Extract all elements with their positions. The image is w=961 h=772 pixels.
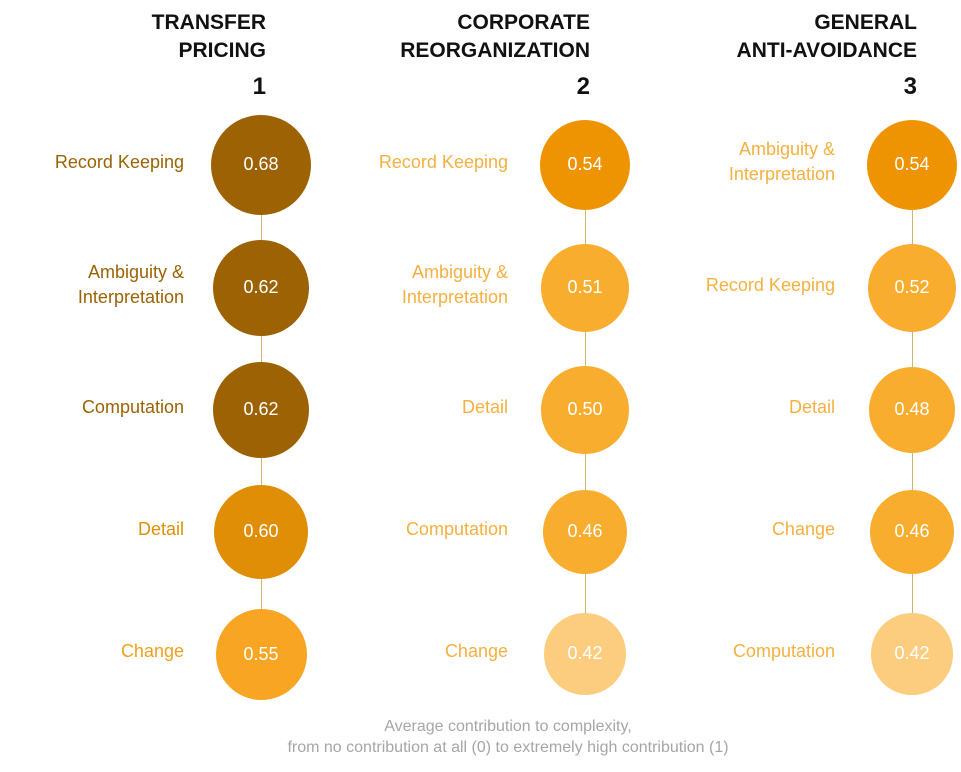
factor-label: Change	[444, 640, 508, 661]
bubble-value-text: 0.62	[243, 399, 279, 420]
value-bubble: 0.54	[866, 119, 958, 211]
bubble-value-text: 0.46	[567, 521, 603, 542]
factor-label: Computation	[81, 396, 184, 417]
value-bubble: 0.46	[869, 489, 955, 575]
value-bubble: 0.60	[213, 484, 309, 580]
value-bubble: 0.46	[542, 489, 628, 575]
value-bubble: 0.62	[212, 239, 310, 337]
bubble-value-text: 0.42	[567, 643, 603, 664]
value-bubble: 0.51	[540, 243, 630, 333]
bubble-value-text: 0.51	[567, 277, 603, 298]
factor-label: Detail	[788, 396, 835, 417]
factor-label: Ambiguity & Interpretation	[77, 262, 184, 307]
factor-label: Ambiguity & Interpretation	[401, 262, 508, 307]
bubble-value-text: 0.62	[243, 277, 279, 298]
bubble-value-text: 0.52	[894, 277, 930, 298]
factor-label: Detail	[137, 518, 184, 539]
value-bubble: 0.62	[212, 361, 310, 459]
factor-label: Record Keeping	[378, 151, 508, 172]
bubble-value-text: 0.54	[894, 154, 930, 175]
column-title-line-1: TRANSFER	[151, 11, 266, 34]
value-bubble: 0.42	[871, 613, 953, 695]
column-title-line-2: ANTI-AVOIDANCE	[736, 39, 917, 62]
value-bubble: 0.55	[215, 608, 307, 700]
factor-label: Record Keeping	[54, 151, 184, 172]
value-bubble: 0.68	[210, 114, 312, 216]
factor-label: Computation	[732, 640, 835, 661]
column-title: CORPORATE REORGANIZATION	[190, 9, 590, 65]
bubble-value-text: 0.42	[894, 643, 930, 664]
bubble-value-text: 0.60	[243, 521, 279, 542]
column-title-line-2: PRICING	[178, 39, 266, 62]
column-rank: 1	[252, 73, 266, 100]
bubble-value-text: 0.50	[567, 399, 603, 420]
value-bubble: 0.54	[539, 119, 631, 211]
value-bubble: 0.42	[544, 613, 626, 695]
column-title-line-1: GENERAL	[814, 11, 917, 34]
value-bubble: 0.50	[541, 366, 629, 454]
bubble-value-text: 0.46	[894, 521, 930, 542]
column-rank: 3	[903, 73, 917, 100]
bubble-value-text: 0.68	[243, 154, 279, 175]
factor-label: Detail	[461, 396, 508, 417]
column-rank: 2	[576, 73, 590, 100]
factor-label: Record Keeping	[705, 274, 835, 295]
factor-label: Change	[120, 640, 184, 661]
column-title-line-1: CORPORATE	[457, 11, 590, 34]
footnote-line-2: from no contribution at all (0) to extre…	[287, 739, 729, 756]
factor-label: Ambiguity & Interpretation	[728, 139, 835, 184]
value-bubble: 0.52	[867, 243, 957, 333]
value-bubble: 0.48	[869, 367, 955, 453]
column-title: TRANSFER PRICING	[0, 9, 266, 65]
factor-label: Computation	[405, 518, 508, 539]
column-title: GENERAL ANTI-AVOIDANCE	[517, 9, 917, 65]
factor-label: Change	[771, 518, 835, 539]
bubble-value-text: 0.54	[567, 154, 603, 175]
footnote: Average contribution to complexity, from…	[0, 716, 961, 758]
bubble-value-text: 0.48	[894, 399, 930, 420]
bubble-value-text: 0.55	[243, 643, 279, 664]
column-title-line-2: REORGANIZATION	[400, 39, 590, 62]
footnote-line-1: Average contribution to complexity,	[384, 718, 632, 735]
